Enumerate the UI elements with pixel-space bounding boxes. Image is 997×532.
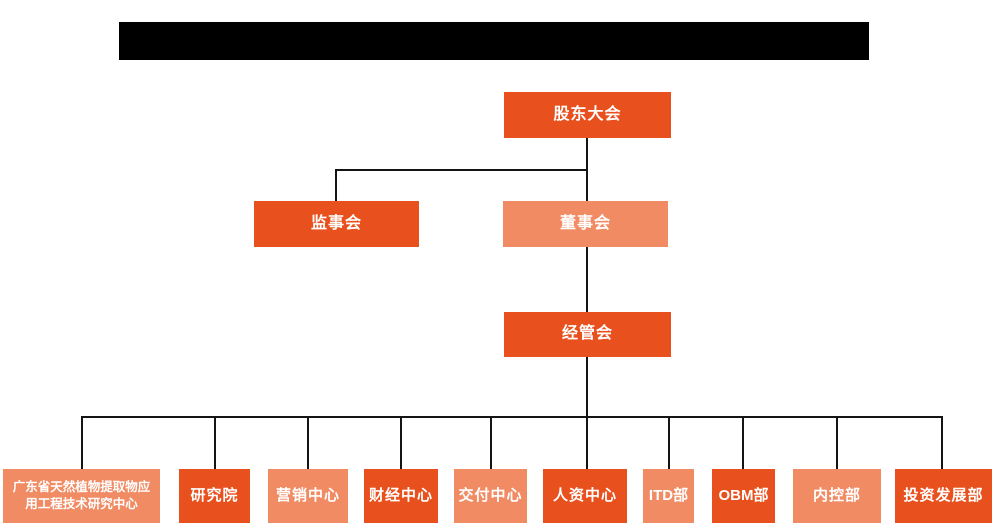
connector-dept-drop-6 xyxy=(586,416,588,470)
connector-dept-drop-3 xyxy=(307,416,309,470)
node-marketing-center: 营销中心 xyxy=(268,469,348,523)
node-label: 交付中心 xyxy=(458,487,523,505)
node-investment-development-department: 投资发展部 xyxy=(895,469,992,523)
node-label: 内控部 xyxy=(812,487,861,505)
node-label: 广东省天然植物提取物应用工程技术研究中心 xyxy=(12,479,151,512)
connector-dept-drop-9 xyxy=(836,416,838,470)
node-label: 投资发展部 xyxy=(903,487,984,505)
node-label: 股东大会 xyxy=(553,105,622,123)
node-label: 研究院 xyxy=(190,487,239,505)
redacted-title-bar xyxy=(119,22,869,60)
connector-board-stem xyxy=(586,247,588,312)
node-delivery-center: 交付中心 xyxy=(454,469,527,523)
node-supervisory-board: 监事会 xyxy=(254,201,419,247)
node-label: 经管会 xyxy=(561,325,613,343)
node-itd-department: ITD部 xyxy=(643,469,694,523)
node-hr-center: 人资中心 xyxy=(543,469,627,523)
node-obm-department: OBM部 xyxy=(712,469,775,523)
node-label: 董事会 xyxy=(559,214,611,232)
node-finance-center: 财经中心 xyxy=(364,469,438,523)
connector-level2-branch xyxy=(335,169,588,171)
node-shareholders-meeting: 股东大会 xyxy=(504,92,671,138)
node-label: 人资中心 xyxy=(552,487,617,505)
connector-dept-drop-5 xyxy=(490,416,492,470)
connector-dept-drop-2 xyxy=(214,416,216,470)
node-research-center: 广东省天然植物提取物应用工程技术研究中心 xyxy=(3,469,160,523)
node-board-of-directors: 董事会 xyxy=(503,201,668,247)
connector-supervisory-drop xyxy=(335,169,337,201)
connector-mgmt-stem xyxy=(586,357,588,417)
connector-dept-drop-7 xyxy=(668,416,670,470)
node-label: 营销中心 xyxy=(275,487,340,505)
node-label: OBM部 xyxy=(718,487,769,505)
node-management-committee: 经管会 xyxy=(504,312,671,357)
connector-dept-drop-4 xyxy=(400,416,402,470)
node-label: 监事会 xyxy=(310,214,362,232)
connector-dept-drop-10 xyxy=(941,416,943,470)
node-label: ITD部 xyxy=(648,487,689,505)
connector-dept-drop-8 xyxy=(742,416,744,470)
connector-dept-rail xyxy=(81,416,943,418)
node-research-institute: 研究院 xyxy=(179,469,250,523)
node-internal-control-department: 内控部 xyxy=(793,469,881,523)
node-label: 财经中心 xyxy=(368,487,433,505)
connector-dept-drop-1 xyxy=(81,416,83,470)
